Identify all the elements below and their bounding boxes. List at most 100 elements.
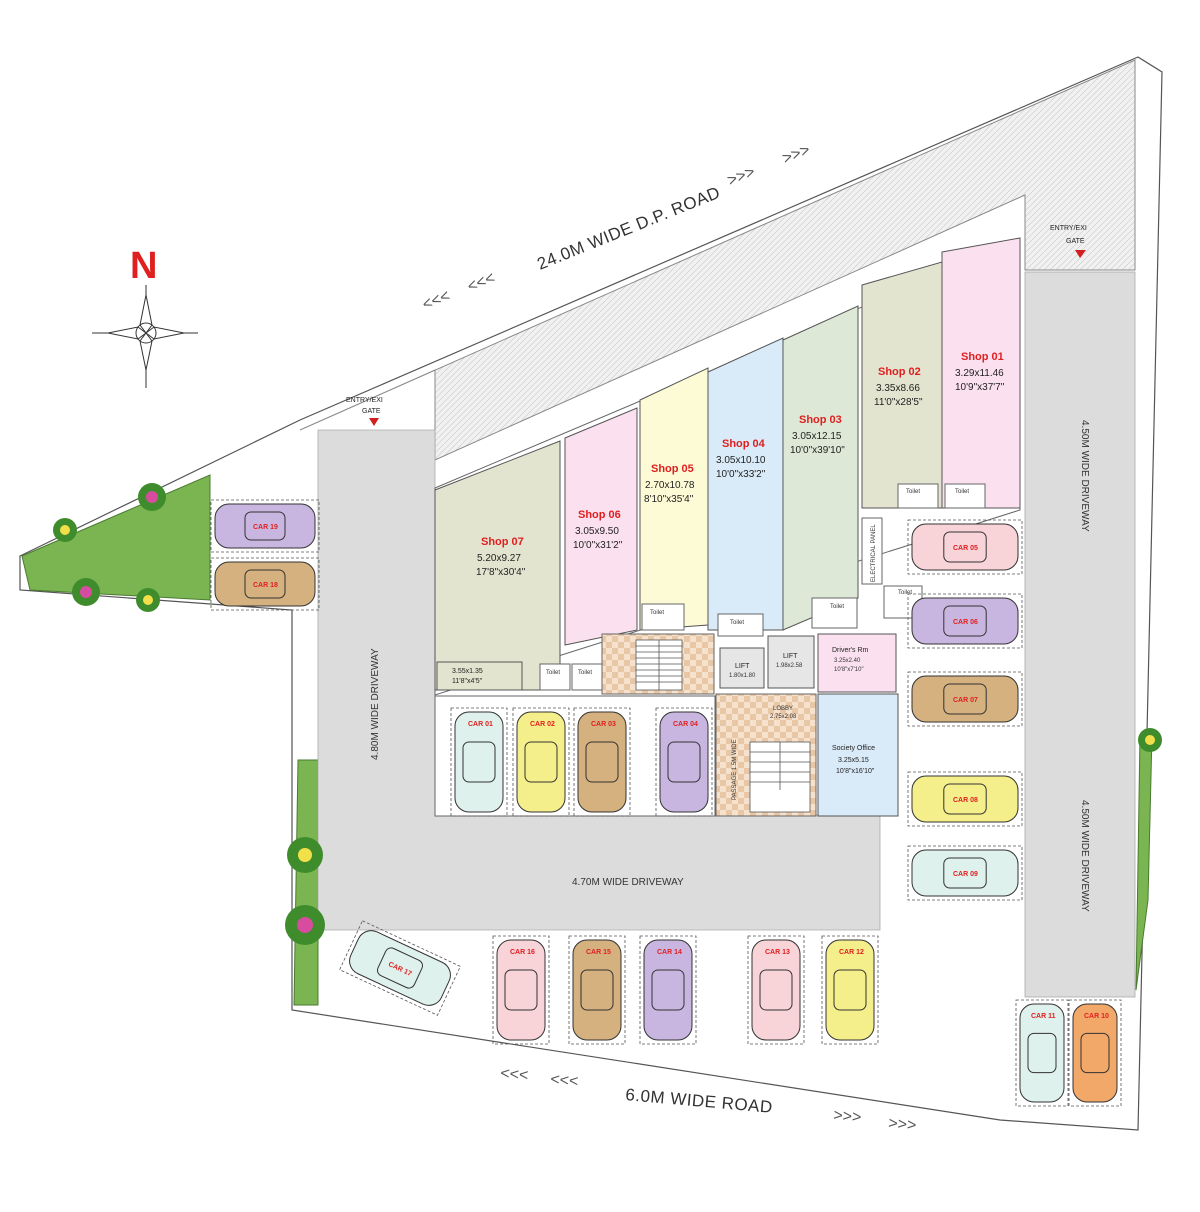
slot-frame bbox=[450, 707, 508, 817]
west-gate-word: GATE bbox=[362, 408, 381, 415]
car-roof bbox=[943, 683, 987, 715]
slot-frame bbox=[747, 935, 805, 1045]
car-body bbox=[751, 939, 801, 1041]
svg-text:Toilet: Toilet bbox=[578, 670, 592, 676]
north-road-arrows-right: >>> bbox=[725, 163, 757, 189]
parking-slot-car-04: CAR 04 bbox=[655, 707, 713, 817]
car-roof bbox=[943, 857, 987, 889]
svg-text:Toilet: Toilet bbox=[730, 620, 744, 626]
shop-dim-m: 3.29x11.46 bbox=[955, 368, 1004, 379]
shop-07-labels: Shop 07 5.20x9.27 17'8"x30'4" bbox=[476, 536, 526, 578]
shop-06-labels: Shop 06 3.05x9.50 10'0"x31'2" bbox=[573, 509, 623, 551]
parking-slot-car-19: CAR 19 bbox=[210, 499, 320, 553]
car-roof bbox=[667, 741, 701, 783]
car-roof bbox=[580, 969, 614, 1011]
car-label: CAR 06 bbox=[953, 619, 978, 626]
shop-dim-ft: 17'8"x30'4" bbox=[476, 567, 526, 578]
car-body bbox=[1019, 1003, 1065, 1103]
parking-slot-car-02: CAR 02 bbox=[512, 707, 570, 817]
drivers-room-name: Driver's Rm bbox=[832, 647, 869, 654]
svg-text:Toilet: Toilet bbox=[898, 590, 912, 596]
car-body bbox=[496, 939, 546, 1041]
shop-02-area bbox=[861, 261, 943, 509]
parking-slot-car-16: CAR 16 bbox=[492, 935, 550, 1045]
car-body bbox=[572, 939, 622, 1041]
annex-dim-m: 3.55x1.35 bbox=[452, 668, 483, 675]
car-label: CAR 16 bbox=[510, 949, 535, 956]
car-body bbox=[349, 930, 451, 1006]
car-label: CAR 15 bbox=[586, 949, 611, 956]
slot-frame bbox=[512, 707, 570, 817]
north-arrow: N bbox=[92, 245, 198, 388]
svg-text:Toilet: Toilet bbox=[650, 610, 664, 616]
shop-dim-ft: 8'10"x35'4" bbox=[644, 494, 694, 505]
svg-text:Toilet: Toilet bbox=[906, 489, 920, 495]
shop-01-labels: Shop 01 3.29x11.46 10'9"x37'7" bbox=[955, 351, 1005, 393]
toilets: Toilet Toilet Toilet Toilet Toilet Toile… bbox=[539, 483, 986, 691]
east-gate-marker bbox=[1075, 250, 1086, 258]
car-label: CAR 03 bbox=[591, 721, 616, 728]
drivers-room-dim-m: 3.25x2.40 bbox=[834, 658, 861, 664]
shop-04-labels: Shop 04 3.05x10.10 10'0"x33'2" bbox=[716, 438, 766, 480]
west-driveway-label: 4.80M WIDE DRIVEWAY bbox=[370, 648, 381, 760]
drivers-room bbox=[817, 633, 897, 693]
slot-frame bbox=[907, 671, 1023, 727]
svg-text:Toilet: Toilet bbox=[830, 604, 844, 610]
lobby-label: LOBBY bbox=[773, 706, 793, 712]
car-body bbox=[214, 503, 316, 549]
car-body bbox=[1072, 1003, 1118, 1103]
car-roof bbox=[585, 741, 619, 783]
shop-05-area bbox=[639, 367, 709, 631]
shop-name: Shop 05 bbox=[651, 463, 694, 475]
car-label: CAR 13 bbox=[765, 949, 790, 956]
west-gate-marker bbox=[369, 418, 379, 426]
parking-slot-car-17: CAR 17 bbox=[339, 920, 461, 1016]
car-label: CAR 11 bbox=[1031, 1013, 1056, 1020]
parking-slot-car-13: CAR 13 bbox=[747, 935, 805, 1045]
slot-frame bbox=[907, 519, 1023, 575]
car-roof bbox=[462, 741, 496, 783]
parking-slot-car-14: CAR 14 bbox=[639, 935, 697, 1045]
shop-dim-m: 3.05x9.50 bbox=[575, 526, 619, 537]
parking-slot-car-18: CAR 18 bbox=[210, 557, 320, 611]
car-body bbox=[911, 597, 1019, 645]
car-body bbox=[577, 711, 627, 813]
shop-dim-m: 3.05x10.10 bbox=[716, 455, 766, 466]
car-body bbox=[659, 711, 709, 813]
shop-name: Shop 07 bbox=[481, 536, 524, 548]
east-driveway-lower-label: 4.50M WIDE DRIVEWAY bbox=[1079, 800, 1090, 912]
north-label: N bbox=[130, 245, 157, 287]
society-office bbox=[817, 693, 899, 817]
car-label: CAR 01 bbox=[468, 721, 493, 728]
shop-dim-m: 2.70x10.78 bbox=[645, 480, 695, 491]
slot-frame bbox=[1068, 999, 1122, 1107]
parking-slot-car-06: CAR 06 bbox=[907, 593, 1023, 649]
lobby-stair bbox=[749, 741, 811, 813]
slot-frame bbox=[568, 935, 626, 1045]
drivers-room-dim-ft: 10'8"x7'10" bbox=[834, 667, 864, 673]
west-gate-label: ENTRY/EXI bbox=[346, 397, 383, 404]
car-roof bbox=[1080, 1032, 1110, 1074]
slot-frame bbox=[821, 935, 879, 1045]
shop-dim-ft: 11'0"x28'5" bbox=[874, 397, 923, 408]
parking-slot-car-03: CAR 03 bbox=[573, 707, 631, 817]
east-driveway-upper-label: 4.50M WIDE DRIVEWAY bbox=[1079, 420, 1090, 532]
parking-slot-car-09: CAR 09 bbox=[907, 845, 1023, 901]
car-label: CAR 12 bbox=[839, 949, 864, 956]
south-road-arrows-right: >>> bbox=[833, 1107, 862, 1126]
trees bbox=[53, 483, 1162, 945]
slot-frame bbox=[492, 935, 550, 1045]
shop-name: Shop 01 bbox=[961, 351, 1004, 363]
stair-treads bbox=[635, 639, 683, 691]
north-setback-strip bbox=[299, 59, 1136, 461]
car-label: CAR 19 bbox=[253, 524, 278, 531]
slot-frame bbox=[655, 707, 713, 817]
slot-frame bbox=[907, 593, 1023, 649]
car-body bbox=[911, 775, 1019, 823]
car-body bbox=[516, 711, 566, 813]
slot-frame bbox=[907, 771, 1023, 827]
car-roof bbox=[759, 969, 793, 1011]
car-roof bbox=[244, 569, 286, 599]
